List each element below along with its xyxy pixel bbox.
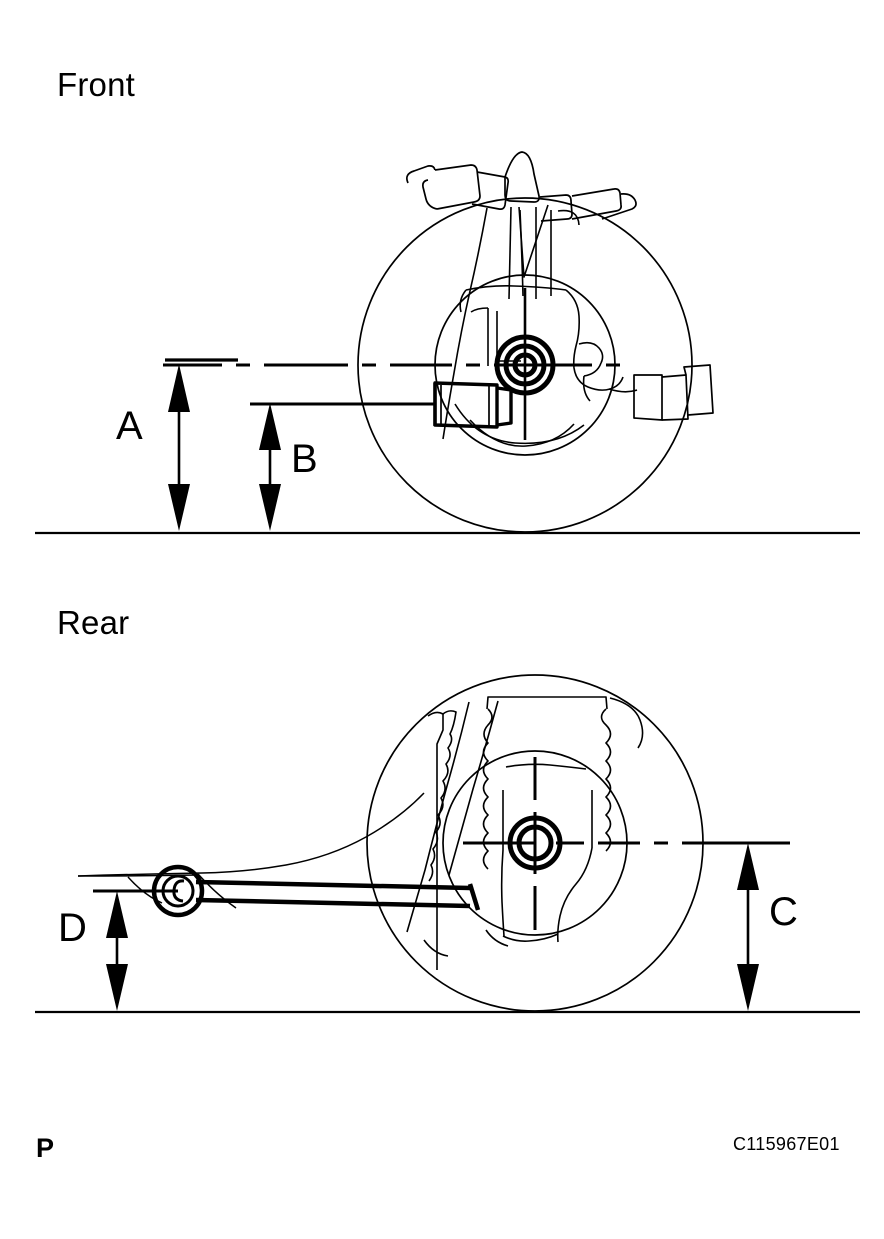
rear-trailing-arm [406, 700, 499, 933]
drawing-code-label: C115967E01 [733, 1134, 840, 1154]
section-title-front: Front [57, 66, 136, 103]
rear-assembly [35, 674, 860, 1014]
dimension-arrow-a [165, 358, 238, 531]
arrow-down-icon [168, 484, 190, 531]
dimension-label-a: A [116, 404, 143, 448]
dimension-label-c: C [769, 890, 798, 934]
arrow-up-icon [106, 891, 128, 938]
front-caliper-bracket [633, 364, 714, 421]
section-title-rear: Rear [57, 604, 130, 641]
arrow-up-icon [259, 403, 281, 450]
rear-hub-carrier [423, 847, 593, 957]
arrow-up-icon [168, 364, 190, 412]
page-marker: P [36, 1133, 55, 1163]
dimension-arrow-b [259, 403, 281, 531]
arrow-down-icon [737, 964, 759, 1011]
arrow-down-icon [259, 484, 281, 531]
dimension-label-d: D [58, 906, 87, 950]
front-steering-knuckle [454, 285, 638, 447]
dimension-label-b: B [291, 437, 318, 481]
arrow-up-icon [737, 843, 759, 890]
front-strut-top-linkage [406, 151, 637, 222]
rear-link-end-cap [467, 883, 481, 911]
rear-body-underfloor [77, 792, 425, 909]
front-assembly [35, 151, 860, 535]
front-strut-body [442, 204, 580, 440]
arrow-down-icon [106, 964, 128, 1011]
dimension-arrow-c [737, 843, 759, 1011]
rear-spring-bellows [427, 696, 644, 970]
dimension-arrow-d [106, 891, 128, 1011]
front-tire-outer-circle [357, 197, 693, 533]
rear-link-bars [195, 879, 471, 909]
